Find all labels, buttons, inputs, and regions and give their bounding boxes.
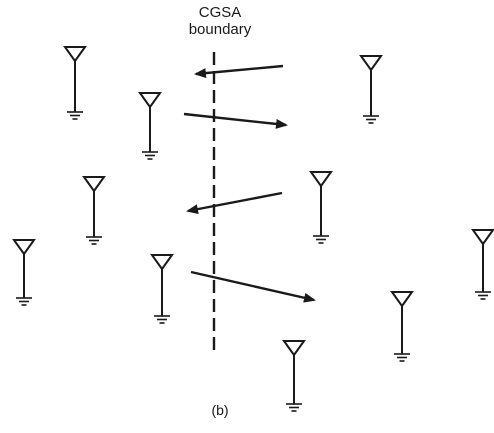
arrow-group: [183, 64, 316, 303]
antenna-icon: [471, 229, 494, 300]
antenna-icon: [390, 291, 414, 362]
arrow-icon: [186, 191, 283, 215]
antenna-group: [12, 46, 494, 412]
antenna-icon: [150, 254, 174, 324]
arrow-icon: [183, 112, 288, 129]
boundary-label-line1: CGSA: [198, 4, 242, 21]
boundary-label-line2: boundary: [188, 21, 252, 38]
figure-label: (b): [211, 402, 229, 418]
antenna-icon: [63, 46, 87, 120]
antenna-icon: [82, 176, 106, 245]
arrow-icon: [190, 270, 316, 303]
antenna-icon: [12, 239, 36, 306]
arrow-icon: [194, 64, 284, 79]
cgsa-boundary-label: CGSA boundary: [170, 4, 270, 38]
antenna-icon: [359, 55, 383, 124]
antenna-icon: [309, 171, 333, 244]
antenna-icon: [282, 340, 306, 412]
antenna-icon: [138, 92, 162, 160]
